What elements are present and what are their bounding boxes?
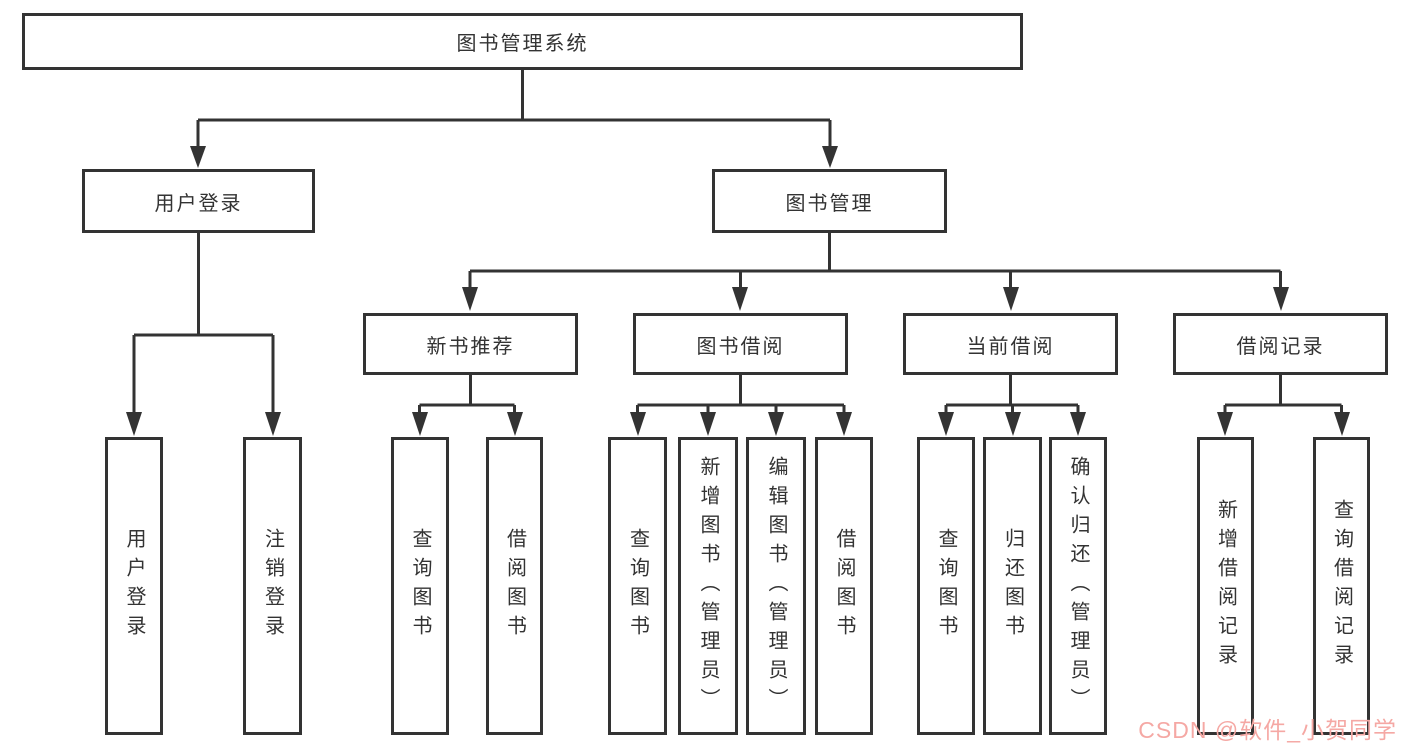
node-user-login-module: 用户登录 bbox=[82, 169, 315, 233]
node-new-book-recommendation: 新书推荐 bbox=[363, 313, 578, 375]
arrowhead-down-icon bbox=[768, 412, 784, 436]
arrowhead-down-icon bbox=[412, 412, 428, 436]
node-borrow-books-recommend: 借阅图书 bbox=[486, 437, 543, 735]
connector-borrow-records-children bbox=[1223, 375, 1343, 413]
connector-user-login-children bbox=[132, 233, 275, 413]
node-library-system: 图书管理系统 bbox=[22, 13, 1023, 70]
arrowhead-down-icon bbox=[700, 412, 716, 436]
arrowhead-down-icon bbox=[1273, 287, 1289, 311]
arrowhead-down-icon bbox=[126, 412, 142, 436]
node-current-borrowing: 当前借阅 bbox=[903, 313, 1118, 375]
node-query-books-recommend: 查询图书 bbox=[391, 437, 449, 735]
node-edit-books-admin: 编辑图书（管理员） bbox=[746, 437, 806, 735]
node-borrowing-records: 借阅记录 bbox=[1173, 313, 1388, 375]
node-book-management: 图书管理 bbox=[712, 169, 947, 233]
arrowhead-down-icon bbox=[507, 412, 523, 436]
node-login: 用户登录 bbox=[105, 437, 163, 735]
arrowhead-down-icon bbox=[265, 412, 281, 436]
arrowhead-down-icon bbox=[1217, 412, 1233, 436]
node-add-borrow-record: 新增借阅记录 bbox=[1197, 437, 1254, 735]
connector-root-to-level2 bbox=[196, 70, 832, 146]
node-query-books-borrow: 查询图书 bbox=[608, 437, 667, 735]
connector-book-management-children bbox=[468, 233, 1282, 288]
arrowhead-down-icon bbox=[1070, 412, 1086, 436]
connector-current-borrow-children bbox=[944, 375, 1080, 413]
arrowhead-down-icon bbox=[938, 412, 954, 436]
arrowhead-down-icon bbox=[822, 146, 838, 168]
node-book-borrowing: 图书借阅 bbox=[633, 313, 848, 375]
node-confirm-return-admin: 确认归还（管理员） bbox=[1049, 437, 1107, 735]
node-add-books-admin: 新增图书（管理员） bbox=[678, 437, 738, 735]
node-logout: 注销登录 bbox=[243, 437, 302, 735]
arrowhead-down-icon bbox=[1334, 412, 1350, 436]
arrowhead-down-icon bbox=[836, 412, 852, 436]
connector-new-book-children bbox=[418, 375, 516, 413]
node-query-books-current: 查询图书 bbox=[917, 437, 975, 735]
arrowhead-down-icon bbox=[462, 287, 478, 311]
node-return-books: 归还图书 bbox=[983, 437, 1042, 735]
node-borrow-books: 借阅图书 bbox=[815, 437, 873, 735]
node-query-borrow-record: 查询借阅记录 bbox=[1313, 437, 1370, 735]
arrowhead-down-icon bbox=[1003, 287, 1019, 311]
arrowhead-down-icon bbox=[630, 412, 646, 436]
arrowhead-down-icon bbox=[732, 287, 748, 311]
arrowhead-down-icon bbox=[1005, 412, 1021, 436]
arrowhead-down-icon bbox=[190, 146, 206, 168]
connector-book-borrow-children bbox=[636, 375, 846, 413]
watermark: CSDN @软件_小贺同学 bbox=[1138, 717, 1397, 743]
